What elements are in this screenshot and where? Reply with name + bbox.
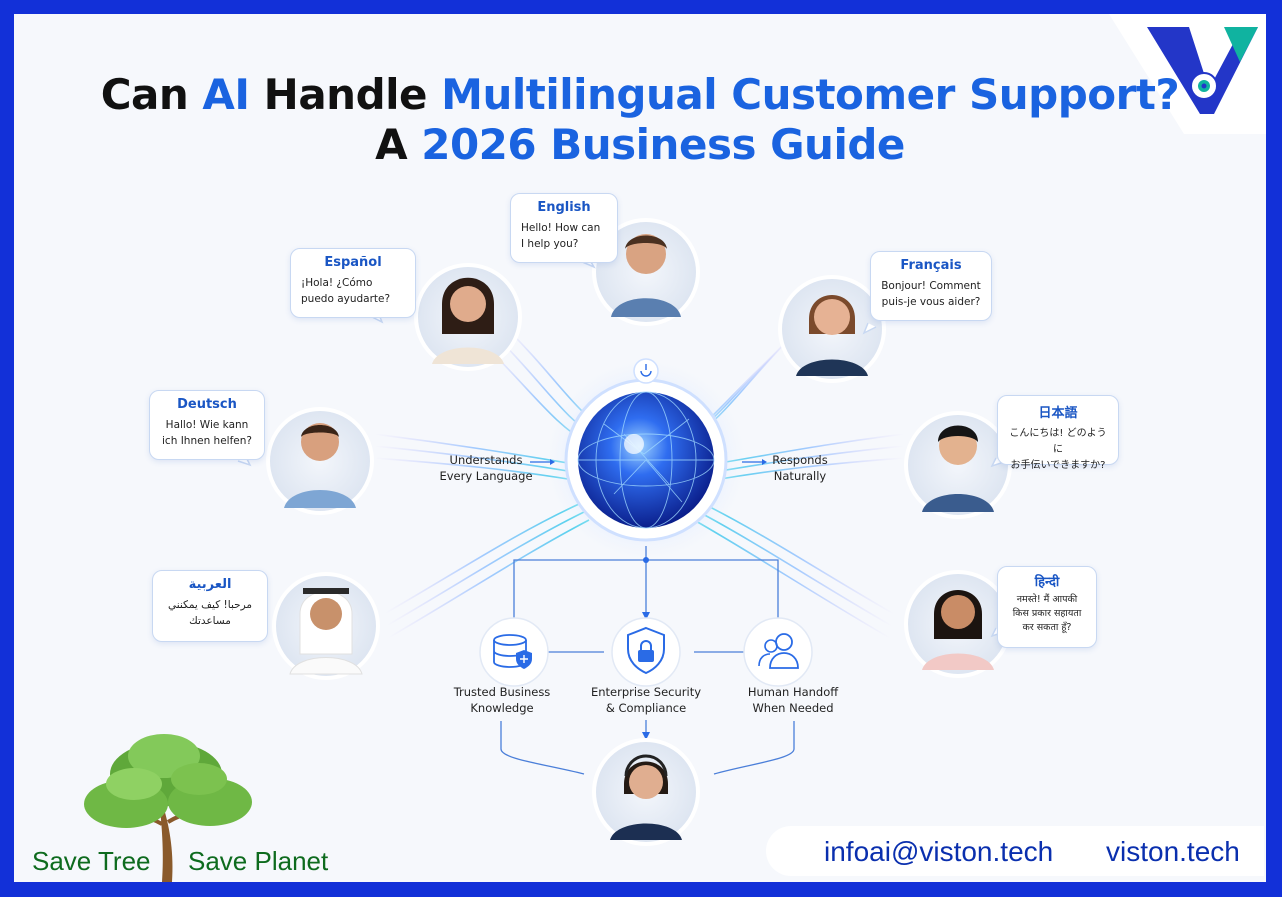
bubble-lang: Deutsch — [177, 397, 237, 412]
label-knowledge: Trusted Business Knowledge — [453, 685, 551, 715]
avatar-support-agent — [592, 738, 700, 846]
avatar-hindi — [904, 570, 1012, 678]
contact-footer: infoai@viston.tech viston.tech — [766, 826, 1264, 876]
bubble-message: नमस्ते! मैं आपकी किस प्रकार सहायता कर सक… — [1012, 594, 1082, 633]
website-link[interactable]: viston.tech — [1106, 836, 1240, 867]
tree-icon — [84, 734, 252, 882]
bubble-deutsch: Deutsch Hallo! Wie kann ich Ihnen helfen… — [149, 390, 265, 460]
bubble-lang: Français — [900, 258, 962, 273]
feature-handoff — [743, 617, 813, 687]
title-accent: 2026 Business Guide — [421, 120, 905, 169]
bubble-lang: हिन्दी — [1034, 575, 1060, 590]
avatar-english — [592, 218, 700, 326]
title-text: Handle — [249, 70, 442, 119]
bubble-message: Hello! How can I help you? — [521, 222, 601, 250]
viston-logo — [1109, 14, 1266, 134]
save-planet-text: Save Planet — [188, 846, 329, 876]
title-text: Can — [100, 70, 203, 119]
background-graphics — [84, 14, 1266, 882]
connector-lines — [500, 546, 795, 775]
bubble-lang: Español — [324, 255, 382, 270]
bubble-message: مرحبا! كيف يمكنني مساعدتك — [167, 599, 253, 627]
bubble-japanese: 日本語 こんにちは! どのように お手伝いできますか? — [997, 395, 1119, 471]
bubble-message: こんにちは! どのように お手伝いできますか? — [1009, 428, 1107, 471]
bubble-hindi: हिन्दी नमस्ते! मैं आपकी किस प्रकार सहायत… — [997, 566, 1097, 648]
shield-lock-icon — [627, 626, 665, 675]
bubble-espanol: Español ¡Hola! ¿Cómo puedo ayudarte? — [290, 248, 416, 318]
page-title-line2: A 2026 Business Guide — [14, 120, 1266, 169]
avatar-japanese — [904, 411, 1012, 519]
title-accent: AI — [202, 70, 250, 119]
page-title-line1: Can AI Handle Multilingual Customer Supp… — [14, 70, 1266, 119]
bubble-lang: العربية — [188, 577, 232, 592]
avatar-francais — [778, 275, 886, 383]
email-link[interactable]: infoai@viston.tech — [824, 836, 1054, 867]
bubble-lang: 日本語 — [1038, 406, 1078, 421]
label-understands: Understands Every Language — [439, 453, 533, 483]
power-icon — [633, 358, 659, 384]
avatar-arabic — [272, 572, 380, 680]
save-tree-text: Save Tree — [32, 846, 151, 876]
title-text: A — [375, 120, 422, 169]
bubble-english: English Hello! How can I help you? — [510, 193, 618, 263]
label-responds: Responds Naturally — [772, 453, 828, 483]
bubble-message: ¡Hola! ¿Cómo puedo ayudarte? — [301, 277, 391, 305]
bubble-message: Bonjour! Comment puis-je vous aider? — [881, 280, 981, 308]
bubble-lang: English — [537, 200, 591, 215]
bubble-francais: Français Bonjour! Comment puis-je vous a… — [870, 251, 992, 321]
bubble-message: Hallo! Wie kann ich Ihnen helfen? — [162, 419, 252, 447]
feature-security — [611, 617, 681, 687]
feature-knowledge — [479, 617, 549, 687]
avatar-espanol — [414, 263, 522, 371]
title-accent: Multilingual Customer Support? — [441, 70, 1180, 119]
infographic: Can AI Handle Multilingual Customer Supp… — [14, 14, 1266, 882]
label-handoff: Human Handoff When Needed — [747, 685, 839, 715]
bubble-arabic: العربية مرحبا! كيف يمكنني مساعدتك — [152, 570, 268, 642]
label-security: Enterprise Security & Compliance — [590, 685, 702, 715]
avatar-deutsch — [266, 407, 374, 515]
